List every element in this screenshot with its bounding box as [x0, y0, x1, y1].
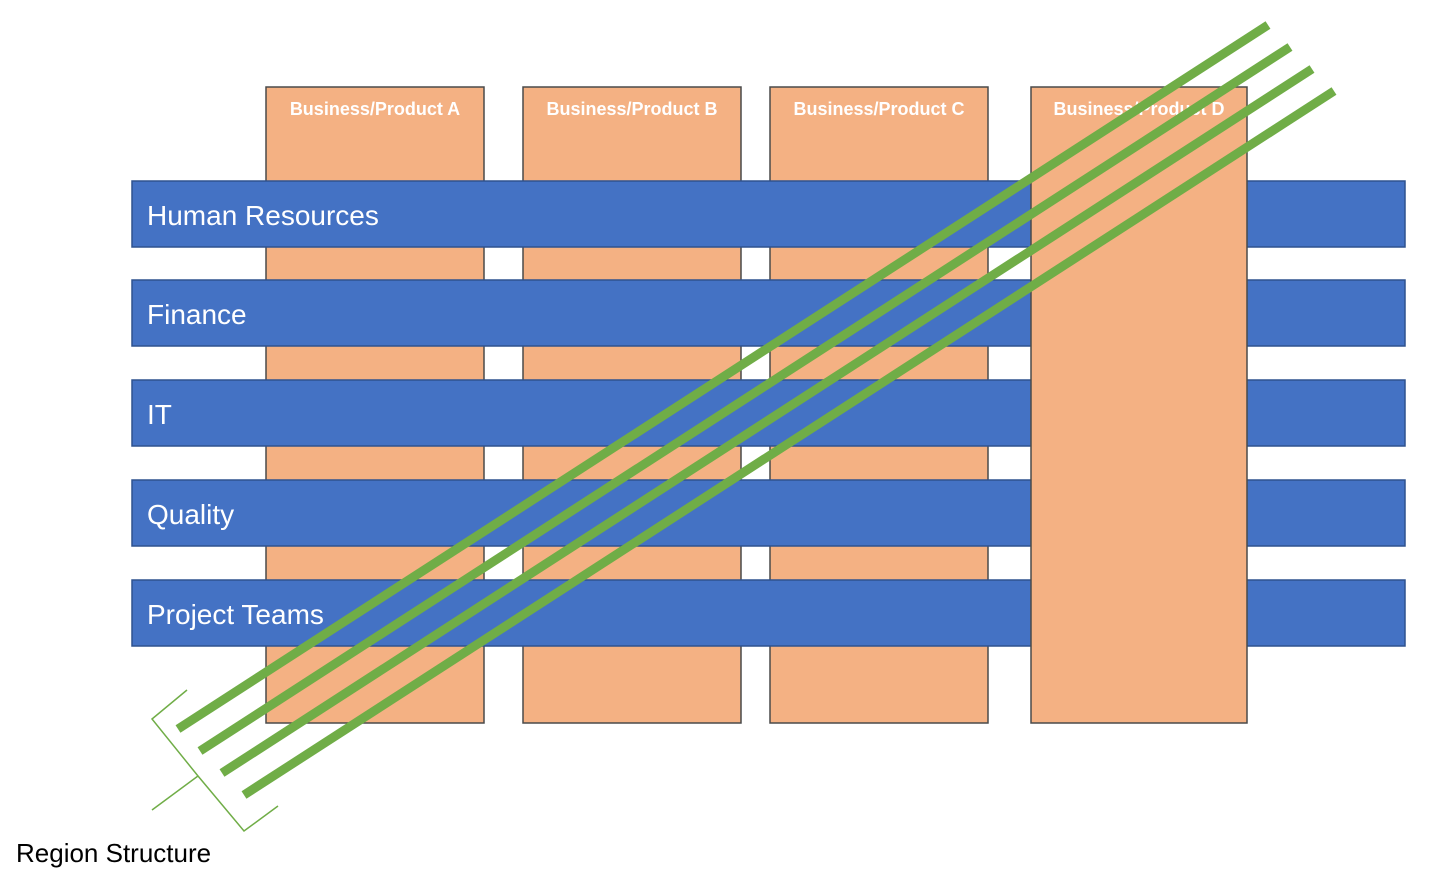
region-line-3	[219, 65, 1315, 777]
column-label-a: Business/Product A	[290, 99, 460, 119]
row-label-human-resources: Human Resources	[147, 200, 379, 231]
row-label-finance: Finance	[147, 299, 247, 330]
row-label-quality: Quality	[147, 499, 234, 530]
region-line-1	[175, 21, 1271, 733]
region-lines	[175, 21, 1337, 799]
row-labels: Human Resources Finance IT Quality Proje…	[147, 200, 379, 630]
column-label-c: Business/Product C	[793, 99, 964, 119]
row-label-it: IT	[147, 399, 172, 430]
region-line-4	[241, 87, 1337, 799]
column-labels: Business/Product A Business/Product B Bu…	[290, 99, 1225, 119]
region-bracket	[150, 689, 279, 833]
row-label-project-teams: Project Teams	[147, 599, 324, 630]
column-label-b: Business/Product B	[546, 99, 717, 119]
region-structure-caption: Region Structure	[16, 838, 211, 868]
region-line-2	[197, 43, 1293, 755]
